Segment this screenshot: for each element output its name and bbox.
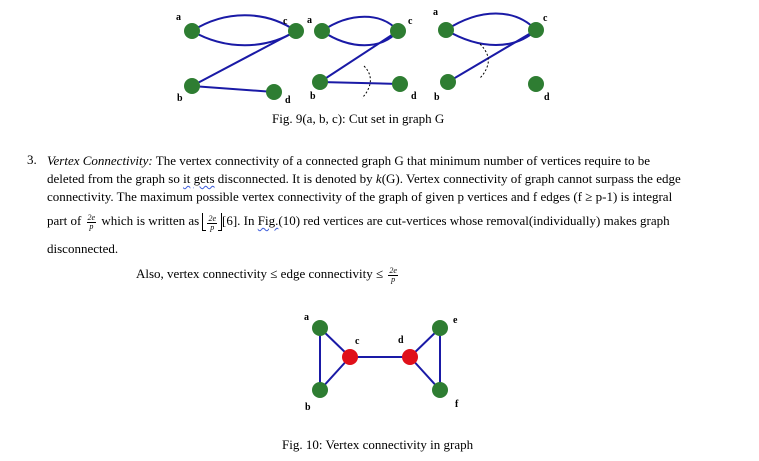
text: [6]. In	[222, 213, 258, 228]
inequality: Also, vertex connectivity ≤ edge connect…	[136, 266, 400, 284]
label-b: b	[177, 93, 183, 104]
label-b: b	[434, 92, 440, 103]
text: The vertex connectivity of a connected g…	[152, 153, 650, 168]
vertex-d	[392, 76, 408, 92]
vertex-b	[312, 74, 328, 90]
spellcheck-word: it	[183, 171, 191, 186]
fraction-numerator: 2e	[207, 213, 218, 224]
label-d: d	[398, 335, 404, 346]
graph-b: a c b d	[307, 15, 417, 102]
list-number: 3.	[27, 152, 37, 167]
label-f: f	[455, 399, 459, 410]
paragraph-line-3: connectivity. The maximum possible verte…	[47, 189, 673, 204]
text: (10) red vertices are cut-vertices whose…	[278, 213, 670, 228]
vertex-c	[390, 23, 406, 39]
figure9-graph-a: a c b d a c b d a c b d	[176, 7, 550, 106]
paragraph-line-1: Vertex Connectivity: The vertex connecti…	[47, 152, 742, 170]
text: Also, vertex connectivity ≤ edge connect…	[136, 266, 387, 281]
text: disconnected. It is denoted by	[214, 171, 376, 186]
label-a: a	[433, 7, 438, 18]
vertex-e	[432, 320, 448, 336]
spellcheck-word: Fig.	[257, 213, 279, 228]
label-a: a	[176, 12, 181, 23]
label-c: c	[543, 13, 548, 24]
label-c: c	[408, 16, 413, 27]
label-d: d	[285, 95, 291, 106]
figure10-graph: a b c d e f	[304, 312, 459, 413]
vertex-d	[528, 76, 544, 92]
text: which is written as	[98, 213, 203, 228]
vertex-c	[528, 22, 544, 38]
spellcheck-word: gets	[193, 171, 215, 186]
label-b: b	[310, 91, 316, 102]
vertex-d	[266, 84, 282, 100]
vertex-b	[312, 382, 328, 398]
term-vertex-connectivity: Vertex Connectivity:	[47, 153, 153, 168]
label-a: a	[307, 15, 312, 26]
text: part of	[47, 213, 85, 228]
k-symbol: k	[375, 171, 382, 186]
label-c: c	[283, 16, 288, 27]
paragraph-line-2: deleted from the graph so it gets discon…	[47, 170, 742, 188]
figure10-caption: Fig. 10: Vertex connectivity in graph	[282, 437, 474, 452]
text: (G). Vertex connectivity of graph cannot…	[381, 171, 681, 186]
vertex-c	[288, 23, 304, 39]
vertex-a	[438, 22, 454, 38]
text: deleted from the graph so	[47, 171, 184, 186]
vertex-a	[312, 320, 328, 336]
label-b: b	[305, 402, 311, 413]
vertex-a	[314, 23, 330, 39]
vertex-b	[440, 74, 456, 90]
fraction-denominator: p	[210, 222, 215, 232]
label-c: c	[355, 336, 360, 347]
label-d: d	[411, 91, 417, 102]
label-d: d	[544, 92, 550, 103]
label-a: a	[304, 312, 309, 323]
vertex-a	[184, 23, 200, 39]
fraction-denominator: p	[89, 221, 94, 231]
fraction-denominator: p	[391, 274, 396, 284]
cut-vertex-c	[342, 349, 358, 365]
fraction-numerator: 2e	[388, 265, 398, 276]
cut-vertex-d	[402, 349, 418, 365]
vertex-f	[432, 382, 448, 398]
figure9-caption: Fig. 9(a, b, c): Cut set in graph G	[272, 111, 445, 126]
fraction-numerator: 2e	[86, 212, 97, 223]
graph-a: a c b d	[176, 12, 304, 106]
graph-c: a c b d	[433, 7, 550, 103]
vertex-b	[184, 78, 200, 94]
paragraph-line-5: disconnected.	[47, 241, 119, 256]
label-e: e	[453, 315, 458, 326]
